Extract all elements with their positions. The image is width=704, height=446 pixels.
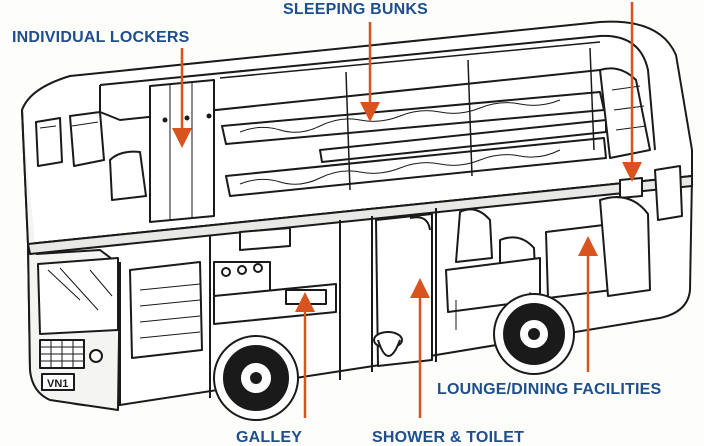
label-lounge-dining: LOUNGE/DINING FACILITIES (437, 381, 662, 398)
label-galley: GALLEY (236, 429, 303, 446)
label-sleeping-bunks: SLEEPING BUNKS (283, 1, 429, 18)
bus-front (21, 109, 121, 411)
front-wheel (213, 335, 299, 421)
rear-wheel (493, 293, 575, 375)
bus-plate: VN1 (47, 378, 68, 390)
label-shower-toilet: SHOWER & TOILET (372, 429, 525, 446)
label-individual-lockers: INDIVIDUAL LOCKERS (12, 29, 190, 46)
